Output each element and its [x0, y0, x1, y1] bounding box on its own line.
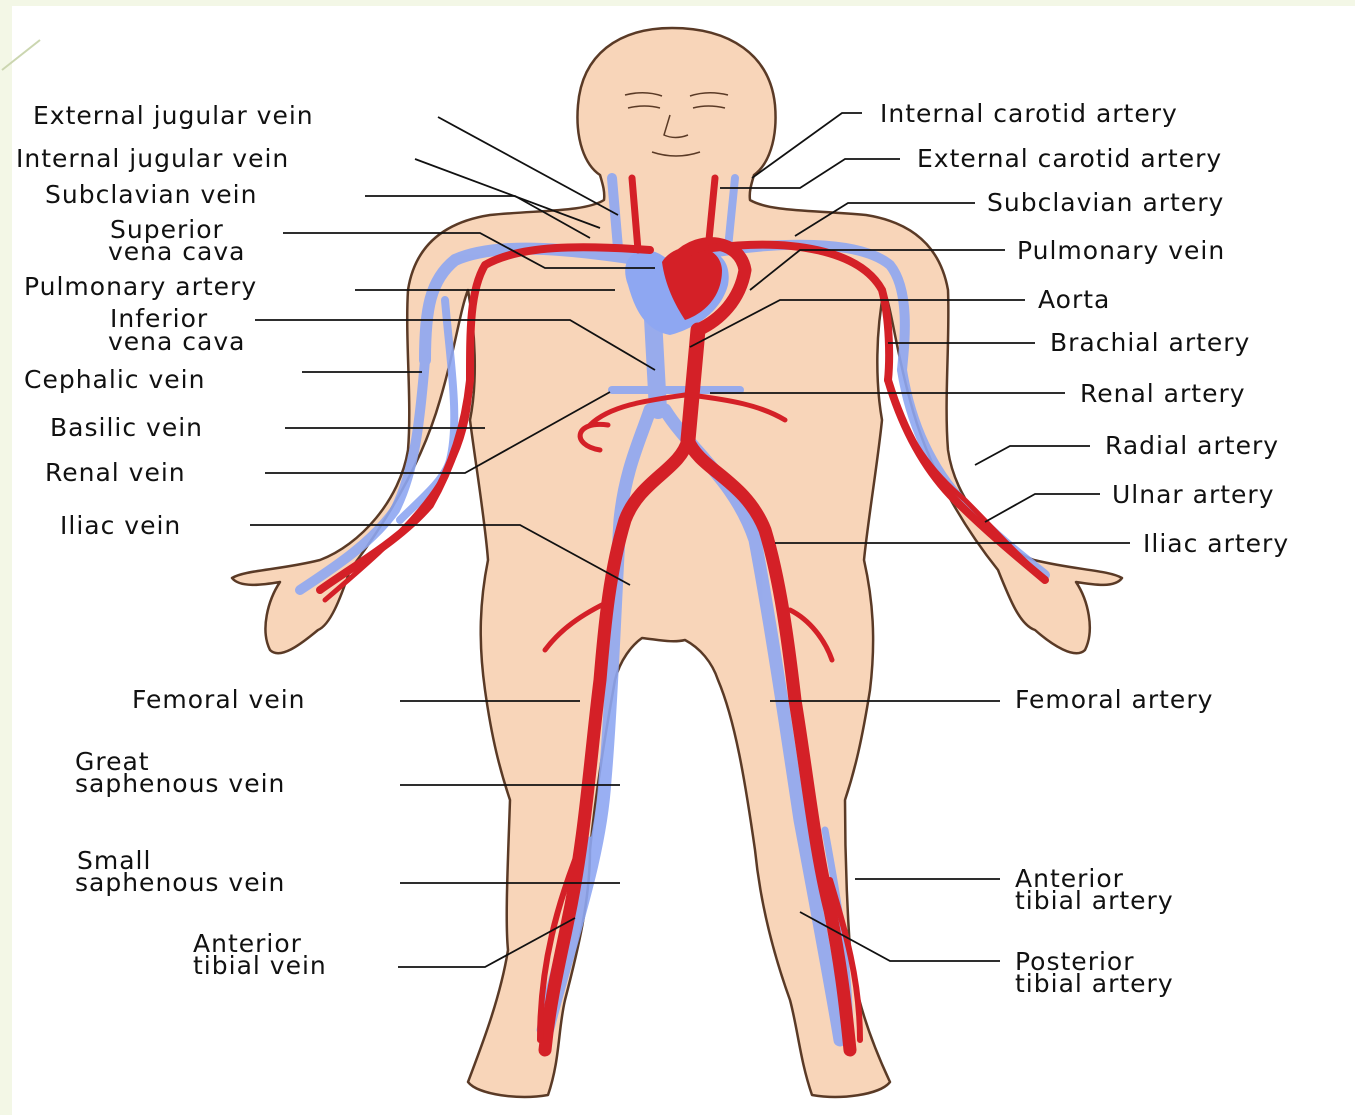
- label-basilic-vein: Basilic vein: [50, 413, 203, 442]
- label-cephalic-vein: Cephalic vein: [24, 365, 205, 394]
- label-femoral-vein: Femoral vein: [132, 685, 306, 714]
- label-pulmonary-vein: Pulmonary vein: [1017, 236, 1225, 265]
- label-anterior-tibial-vein: Anterior tibial vein: [193, 929, 327, 980]
- label-ulnar-artery: Ulnar artery: [1112, 480, 1275, 509]
- label-pulmonary-artery: Pulmonary artery: [24, 272, 257, 301]
- label-external-carotid-artery: External carotid artery: [917, 144, 1222, 173]
- label-brachial-artery: Brachial artery: [1050, 328, 1250, 357]
- label-radial-artery: Radial artery: [1105, 431, 1279, 460]
- label-aorta: Aorta: [1038, 285, 1110, 314]
- label-iliac-artery: Iliac artery: [1143, 529, 1289, 558]
- label-renal-artery: Renal artery: [1080, 379, 1246, 408]
- label-superior-vena-cava: Superior vena cava: [108, 215, 245, 266]
- artery-aorta: [688, 330, 698, 440]
- label-subclavian-artery: Subclavian artery: [987, 188, 1224, 217]
- label-external-jugular-vein: External jugular vein: [33, 101, 314, 130]
- label-internal-jugular-vein: Internal jugular vein: [16, 144, 289, 173]
- label-renal-vein: Renal vein: [45, 458, 186, 487]
- label-iliac-vein: Iliac vein: [60, 511, 181, 540]
- label-internal-carotid-artery: Internal carotid artery: [880, 99, 1178, 128]
- label-subclavian-vein: Subclavian vein: [45, 180, 257, 209]
- label-femoral-artery: Femoral artery: [1015, 685, 1213, 714]
